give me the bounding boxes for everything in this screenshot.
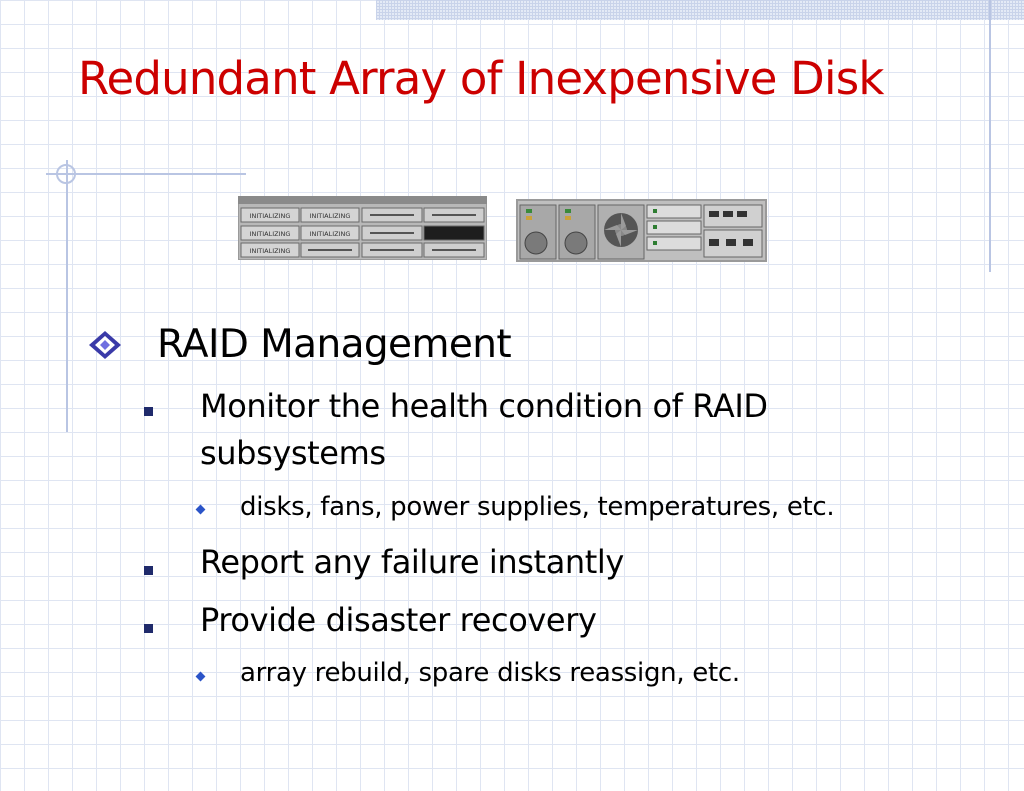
- top-decor-band: [376, 0, 1024, 20]
- disk-label: INITIALIZING: [250, 212, 291, 220]
- crosshair-circle-icon: [56, 164, 76, 184]
- square-bullet-icon: [144, 407, 153, 416]
- small-diamond-bullet-icon: [195, 504, 206, 515]
- bullet-monitor-detail: disks, fans, power supplies, temperature…: [240, 492, 835, 522]
- small-diamond-bullet-icon: [195, 671, 206, 682]
- disk-bay-2: INITIALIZING: [300, 207, 360, 223]
- bullet-provide: Provide disaster recovery: [200, 601, 597, 639]
- disk-label: INITIALIZING: [250, 247, 291, 255]
- disk-label: INITIALIZING: [310, 212, 351, 220]
- disk-bay-1: INITIALIZING: [240, 207, 300, 223]
- square-bullet-icon: [144, 566, 153, 575]
- slide-title: Redundant Array of Inexpensive Disk: [78, 52, 884, 105]
- diamond-bullet-icon: [89, 331, 121, 359]
- disk-bay-5: INITIALIZING: [240, 242, 300, 258]
- bullet-monitor-line1: Monitor the health condition of RAID: [200, 387, 768, 425]
- bullet-provide-detail: array rebuild, spare disks reassign, etc…: [240, 658, 740, 688]
- horizontal-decor-rule: [46, 173, 246, 175]
- disk-bay-3: INITIALIZING: [240, 225, 300, 241]
- left-decor-rule: [66, 160, 68, 432]
- bullet-raid-management: RAID Management: [157, 322, 512, 367]
- disk-label: INITIALIZING: [310, 230, 351, 238]
- disk-bay-4: INITIALIZING: [300, 225, 360, 241]
- square-bullet-icon: [144, 624, 153, 633]
- disk-label: INITIALIZING: [250, 230, 291, 238]
- disk-array-image: INITIALIZING INITIALIZING INITIALIZING I…: [238, 196, 487, 260]
- bullet-monitor-line2: subsystems: [200, 434, 386, 472]
- right-decor-rule: [989, 0, 991, 272]
- controller-chassis-image: [516, 199, 767, 262]
- bullet-report: Report any failure instantly: [200, 543, 624, 581]
